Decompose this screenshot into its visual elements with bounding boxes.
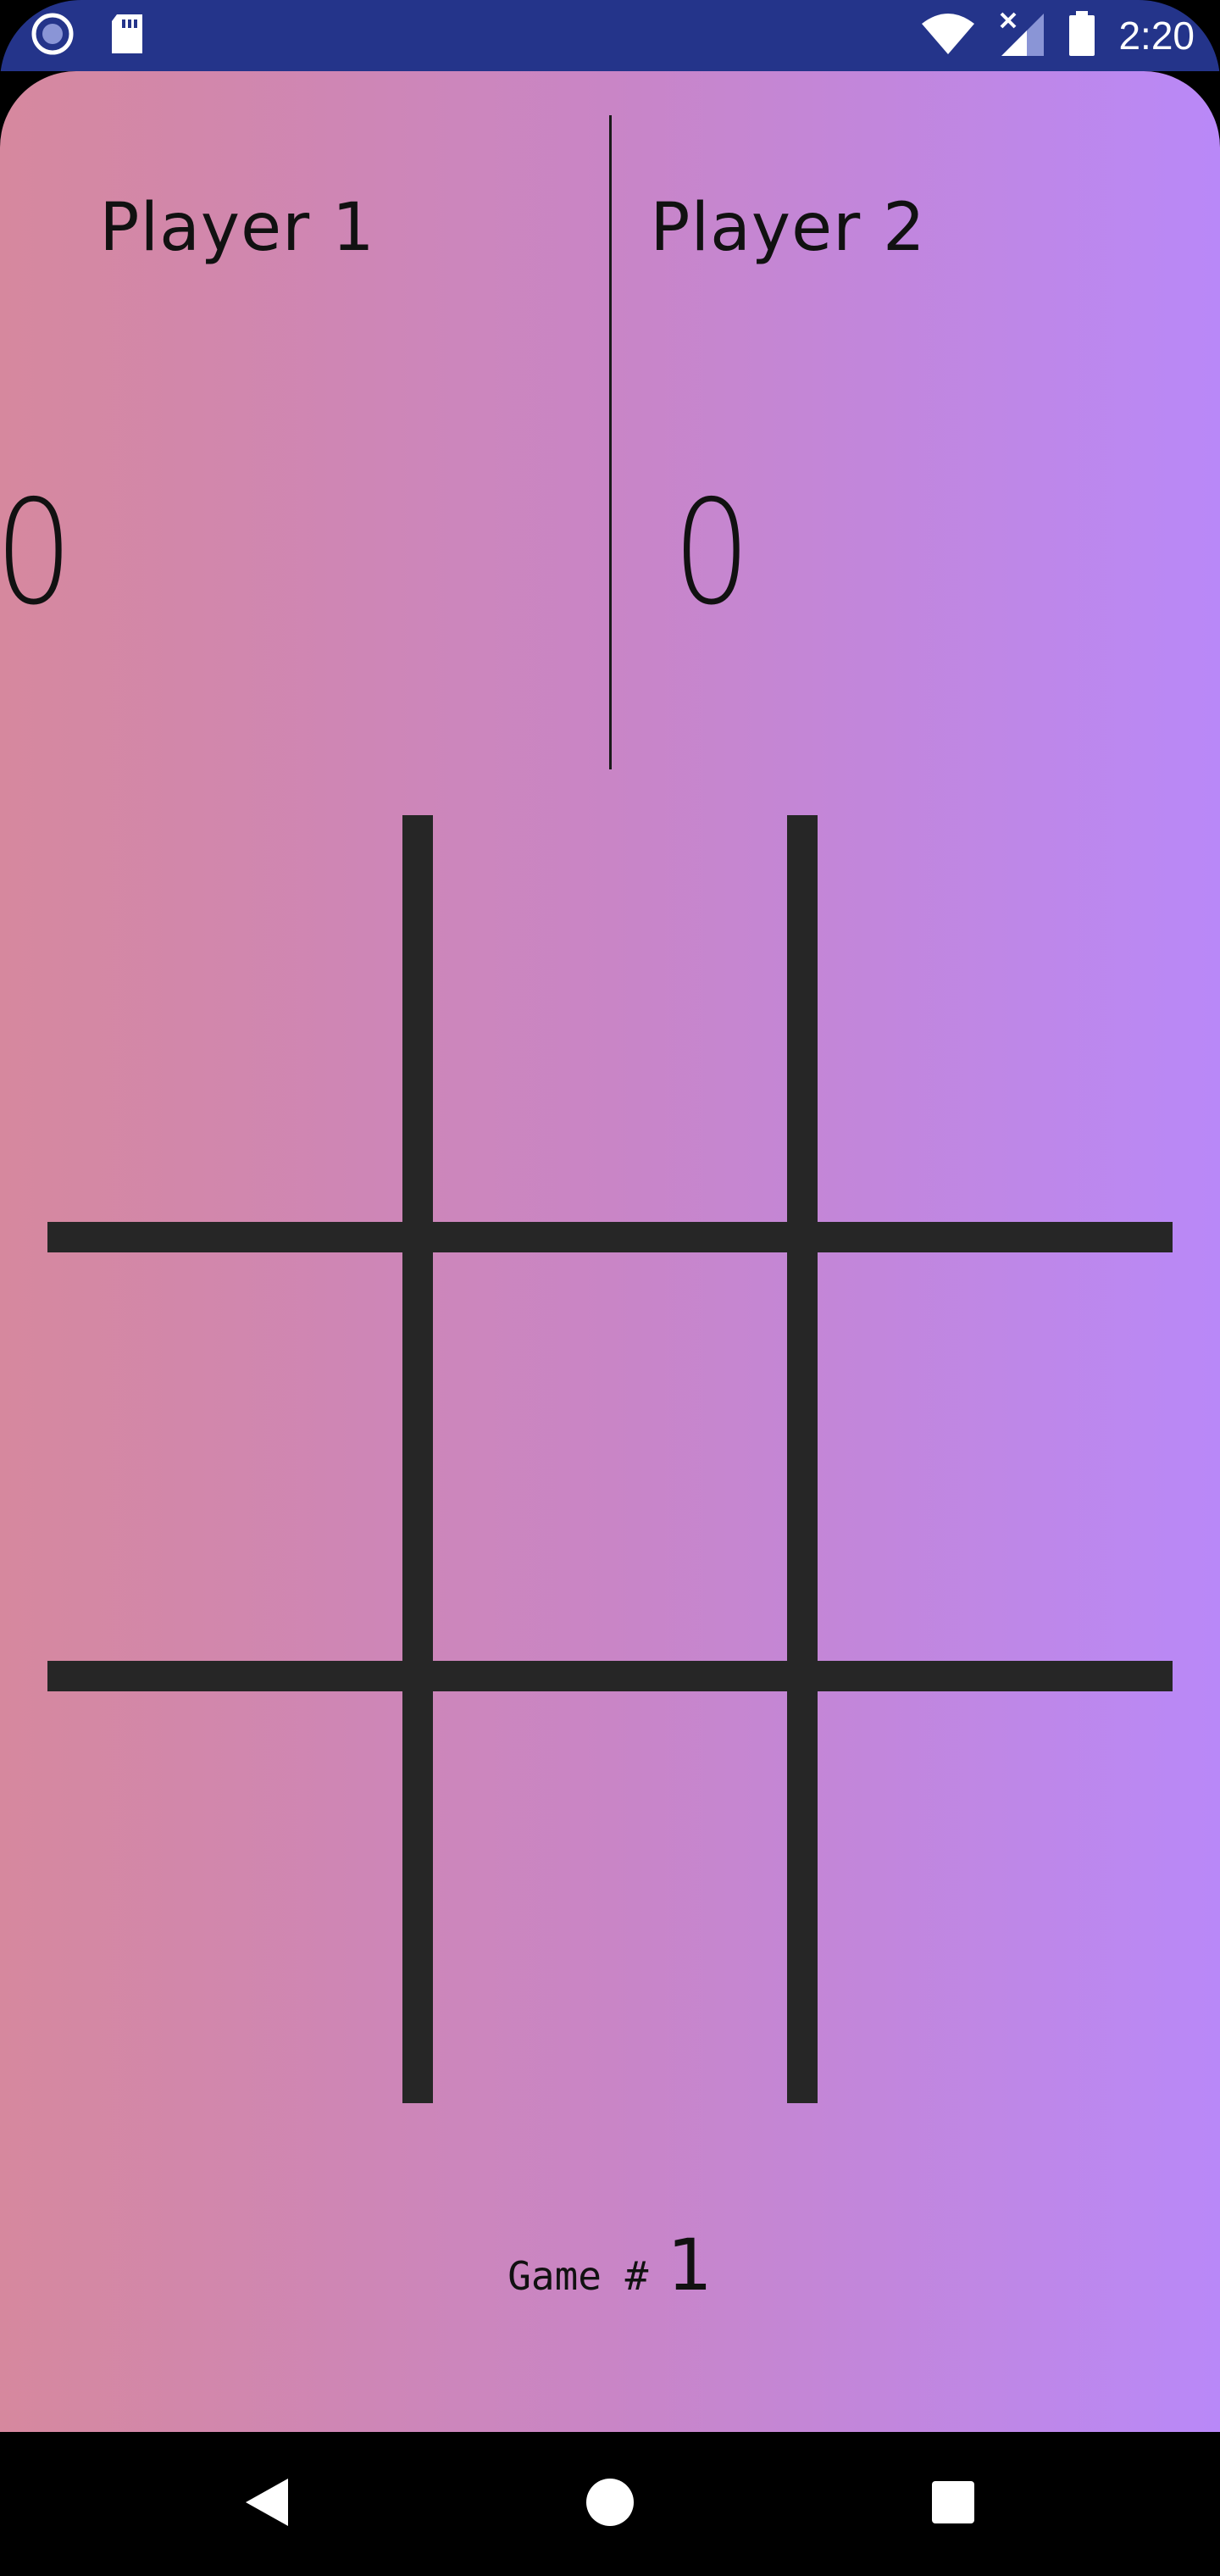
board-cell[interactable] (47, 1252, 402, 1661)
home-icon (585, 2477, 635, 2531)
back-button[interactable] (229, 2466, 305, 2542)
board-cell[interactable] (818, 815, 1173, 1222)
player-1-score-value: 0 (0, 469, 73, 637)
player-1-name: Player 1 (99, 190, 375, 266)
wifi-icon (920, 12, 976, 59)
player-2-score-value: 0 (673, 469, 751, 637)
board-grid-line (402, 815, 433, 2103)
player-1-score: 0 (0, 469, 339, 637)
status-bar-right: 2:20 (920, 8, 1195, 63)
board-cell[interactable] (433, 1691, 787, 2103)
game-screen: Player 1 0 Player 2 0 Game # 1 (0, 71, 1220, 2432)
board-cell[interactable] (47, 1691, 402, 2103)
tic-tac-toe-board (47, 815, 1173, 2103)
back-icon (244, 2477, 290, 2531)
board-cell[interactable] (818, 1252, 1173, 1661)
sd-card-icon (108, 13, 146, 58)
board-cell[interactable] (47, 815, 402, 1222)
signal-no-data-icon (998, 10, 1045, 61)
status-time: 2:20 (1118, 14, 1195, 58)
recents-button[interactable] (915, 2466, 991, 2542)
status-bar-left (30, 12, 146, 59)
board-cell[interactable] (818, 1691, 1173, 2103)
game-counter-number: 1 (667, 2223, 713, 2307)
player-2-panel: Player 2 0 (610, 71, 1220, 774)
player-1-panel: Player 1 0 (0, 71, 610, 774)
game-counter-label: Game # (507, 2253, 649, 2299)
scoreboard: Player 1 0 Player 2 0 (0, 71, 1220, 774)
player-2-score: 0 (407, 469, 1017, 637)
status-bar: 2:20 (0, 0, 1220, 71)
scoreboard-divider (609, 115, 612, 769)
board-grid-line (787, 815, 818, 2103)
navigation-bar (0, 2432, 1220, 2576)
board-grid-line (47, 1661, 1173, 1691)
board-cell[interactable] (433, 815, 787, 1222)
board-grid-line (47, 1222, 1173, 1252)
game-counter: Game # 1 (0, 2223, 1220, 2307)
circle-notification-icon (30, 12, 75, 59)
player-2-name: Player 2 (650, 190, 926, 266)
recents-icon (930, 2479, 976, 2529)
battery-icon (1068, 11, 1096, 60)
board-cell[interactable] (433, 1252, 787, 1661)
home-button[interactable] (572, 2466, 648, 2542)
